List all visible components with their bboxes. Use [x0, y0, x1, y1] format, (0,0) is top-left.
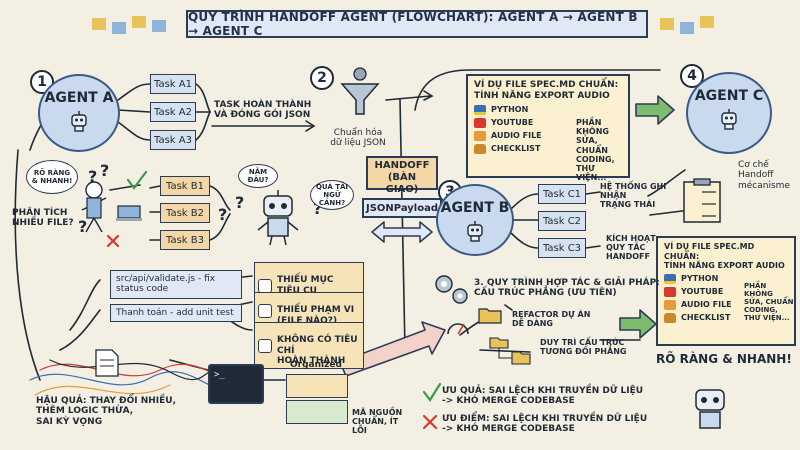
spec-file-card-top: VÍ DỤ FILE SPEC.MD CHUẨN: TÍNH NĂNG EXPO… [466, 74, 630, 182]
speech-bubble: RÕ RÀNG & NHANH! [26, 160, 78, 194]
diagram-title: QUY TRÌNH HANDOFF AGENT (FLOWCHART): AGE… [186, 10, 648, 38]
sticky-note [112, 22, 126, 34]
task-c2[interactable]: Task C2 [538, 211, 586, 231]
task-a1[interactable]: Task A1 [150, 74, 196, 94]
spec-item-audio: AUDIO FILE [664, 299, 788, 310]
audio-file-icon [664, 299, 676, 310]
agent-a-output-label: TASK HOÀN THÀNH VÀ ĐÓNG GÓI JSON [214, 100, 312, 121]
lock-icon [474, 143, 486, 154]
svg-text:?: ? [235, 193, 244, 212]
agent-c-label: AGENT C [694, 88, 764, 104]
computer-icon [116, 205, 142, 221]
handoff-mechanism-label: Cơ chế Handoff mécanisme [738, 160, 790, 191]
speech-bubble: QUÁ TẢI NGỮ CẢNH? [310, 180, 354, 210]
organized-label: Organized [290, 360, 342, 370]
terminal-icon: >_ [208, 364, 264, 404]
funnel-icon [340, 67, 380, 115]
svg-text:?: ? [88, 167, 97, 186]
funnel-caption: Chuẩn hóa dữ liệu JSON [330, 128, 386, 149]
agent-a-node[interactable]: AGENT A [38, 74, 120, 152]
svg-text:?: ? [100, 161, 109, 180]
agent-b-label: AGENT B [440, 200, 510, 216]
gears-icon [435, 275, 468, 304]
analysis-question: PHÂN TÍCH NHIỀU FILE? [12, 208, 74, 229]
spec-item-audio: AUDIO FILE [474, 130, 622, 141]
spec-item-youtube: YOUTUBE [474, 117, 622, 128]
organized-code-card [286, 374, 348, 398]
agent-c-node[interactable]: AGENT C [686, 72, 772, 154]
svg-text:?: ? [78, 217, 87, 236]
spec-item-youtube: YOUTUBE [664, 286, 788, 297]
svg-text:?: ? [313, 199, 322, 218]
con-text: ƯU ĐIỂM: SAI LỆCH KHI TRUYỀN DỮ LIỆU -> … [442, 414, 648, 435]
consequence-text: HẬU QUẢ: THAY ĐỔI NHIỀU, THÊM LOGIC THỪA… [36, 396, 176, 427]
handoff-label: HANDOFF (BÀN GIAO) [366, 156, 438, 195]
youtube-icon [664, 286, 676, 297]
target-icon [258, 278, 272, 293]
sticky-note [660, 18, 674, 30]
clean-code-label: MÃ NGUỒN CHUẨN, ÍT LỖI [352, 408, 403, 436]
agent-b-node[interactable]: AGENT B [436, 184, 514, 256]
folder-icon [478, 308, 502, 324]
process-heading: 3. QUY TRÌNH HỢP TÁC & GIẢI PHÁP: CẤU TR… [474, 278, 660, 299]
magnifier-icon [258, 303, 272, 318]
spec-item-checklist: CHECKLIST [664, 312, 788, 323]
task-a2[interactable]: Task A2 [150, 102, 196, 122]
slogan: RÕ RÀNG & NHANH! [656, 352, 792, 366]
refactor-note: REFACTOR DỰ ÁN DỄ DÀNG [512, 310, 591, 329]
step-number-2: 2 [310, 66, 334, 90]
task-b3[interactable]: Task B3 [160, 230, 210, 250]
pro-text: ƯU QUẢ: SAI LỆCH KHI TRUYỀN DỮ LIỆU -> K… [442, 386, 644, 407]
python-icon [664, 273, 676, 284]
issue-no-criteria: KHÔNG CÓ TIÊU CHÍ HOÀN THÀNH [254, 322, 364, 370]
sticky-note [132, 16, 146, 28]
sticky-note [152, 20, 166, 32]
checklist-icon [258, 338, 272, 353]
sticky-note [680, 22, 694, 34]
robot-icon [721, 109, 737, 130]
spec-note: PHẦN KHÔNG SỬA, CHUẨN CODING, THƯ VIỆN..… [576, 118, 615, 183]
task-c3[interactable]: Task C3 [538, 238, 586, 258]
folder-tree-icon [489, 337, 531, 365]
spec-title: VÍ DỤ FILE SPEC.MD CHUẨN: TÍNH NĂNG EXPO… [474, 80, 619, 101]
spec-item-checklist: CHECKLIST [474, 143, 622, 154]
speech-bubble: NẰM ĐÂU? [238, 164, 278, 188]
sticky-note [92, 18, 106, 30]
agent-a-label: AGENT A [44, 90, 114, 106]
spec-title: VÍ DỤ FILE SPEC.MD CHUẨN: TÍNH NĂNG EXPO… [664, 242, 785, 271]
spec-file-card-bottom: VÍ DỤ FILE SPEC.MD CHUẨN: TÍNH NĂNG EXPO… [656, 236, 796, 346]
audio-file-icon [474, 130, 486, 141]
status-note: HỆ THỐNG GHI NHẬN TRẠNG THÁI [600, 182, 667, 210]
robot-icon [257, 190, 299, 246]
task-b1[interactable]: Task B1 [160, 176, 210, 196]
task-a3[interactable]: Task A3 [150, 130, 196, 150]
maintain-note: DUY TRÌ CẤU TRÚC TƯƠNG ĐỐI PHẲNG [540, 338, 627, 357]
python-icon [474, 104, 486, 115]
rule-note: KÍCH HOẠT QUY TẮC HANDOFF [606, 234, 656, 262]
spec-note: PHẦN KHÔNG SỬA, CHUẨN CODING, THƯ VIỆN..… [744, 282, 794, 323]
organized-code-card [286, 400, 348, 424]
robot-icon [467, 221, 483, 242]
document-icon [95, 349, 119, 377]
youtube-icon [474, 117, 486, 128]
gauge-icon [447, 323, 469, 335]
clipboard-icon [683, 178, 721, 223]
spec-item-python: PYTHON [474, 104, 622, 115]
code-task-payment: Thanh toán - add unit test [110, 304, 242, 323]
task-b2[interactable]: Task B2 [160, 203, 210, 223]
robot-icon [71, 111, 87, 132]
json-payload-box[interactable]: JSONPayload [362, 198, 442, 218]
robot-icon [695, 389, 725, 429]
confused-person-icon [81, 181, 107, 233]
sticky-note [700, 16, 714, 28]
svg-text:?: ? [218, 205, 227, 224]
code-task-validate: src/api/validate.js - fix status code [110, 270, 242, 299]
spec-item-python: PYTHON [664, 273, 788, 284]
task-c1[interactable]: Task C1 [538, 184, 586, 204]
lock-icon [664, 312, 676, 323]
